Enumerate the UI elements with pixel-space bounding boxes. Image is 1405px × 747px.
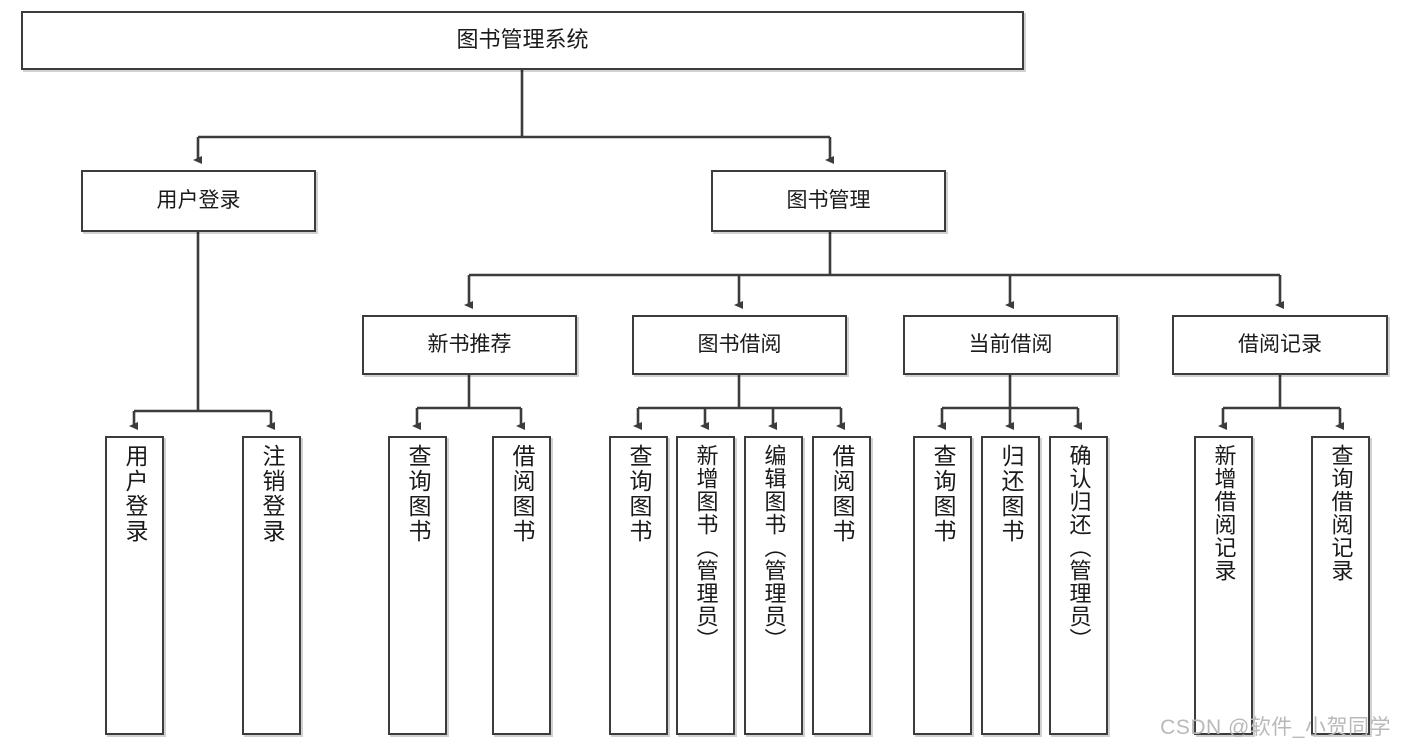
leaf-query-record[interactable]: 查询借阅记录 [1311,436,1370,735]
watermark: CSDN @软件_小贺同学 [1160,716,1391,739]
node-root[interactable]: 图书管理系统 [21,11,1024,70]
node-user-login[interactable]: 用户登录 [81,170,316,232]
leaf-borrow-book-1-label: 借阅图书 [509,444,535,544]
leaf-user-login[interactable]: 用户登录 [105,436,164,735]
node-current-borrow-label: 当前借阅 [968,333,1053,357]
node-borrow-record-label: 借阅记录 [1238,333,1322,357]
node-borrow-record[interactable]: 借阅记录 [1172,315,1388,375]
node-book-manage[interactable]: 图书管理 [711,170,946,232]
leaf-query-book-1-label: 查询图书 [405,444,431,544]
leaf-query-book-3-label: 查询图书 [930,444,956,544]
leaf-borrow-book-2-label: 借阅图书 [829,444,855,544]
leaf-user-logout-label: 注销登录 [259,444,285,544]
leaf-query-book-2-label: 查询图书 [626,444,652,544]
leaf-query-book-3[interactable]: 查询图书 [913,436,972,735]
node-new-book-recommend[interactable]: 新书推荐 [362,315,577,375]
leaf-query-record-label: 查询借阅记录 [1328,444,1354,582]
leaf-add-book-label: 新增图书（管理员） [693,444,719,651]
node-user-login-label: 用户登录 [156,189,241,213]
leaf-confirm-return-label: 确认归还（管理员） [1066,444,1092,651]
leaf-borrow-book-1[interactable]: 借阅图书 [492,436,551,735]
node-root-label: 图书管理系统 [456,27,589,53]
leaf-add-book[interactable]: 新增图书（管理员） [676,436,735,735]
node-book-borrow-label: 图书借阅 [697,333,782,357]
leaf-edit-book[interactable]: 编辑图书（管理员） [744,436,803,735]
leaf-query-book-2[interactable]: 查询图书 [609,436,668,735]
leaf-edit-book-label: 编辑图书（管理员） [761,444,787,651]
leaf-user-login-label: 用户登录 [122,444,148,544]
node-book-borrow[interactable]: 图书借阅 [632,315,847,375]
node-current-borrow[interactable]: 当前借阅 [903,315,1118,375]
leaf-return-book[interactable]: 归还图书 [981,436,1040,735]
leaf-confirm-return[interactable]: 确认归还（管理员） [1049,436,1108,735]
node-new-book-recommend-label: 新书推荐 [427,333,512,357]
leaf-user-logout[interactable]: 注销登录 [242,436,301,735]
node-book-manage-label: 图书管理 [786,189,871,213]
leaf-borrow-book-2[interactable]: 借阅图书 [812,436,871,735]
leaf-add-record[interactable]: 新增借阅记录 [1194,436,1253,735]
leaf-return-book-label: 归还图书 [998,444,1024,544]
leaf-query-book-1[interactable]: 查询图书 [388,436,447,735]
leaf-add-record-label: 新增借阅记录 [1211,444,1237,582]
